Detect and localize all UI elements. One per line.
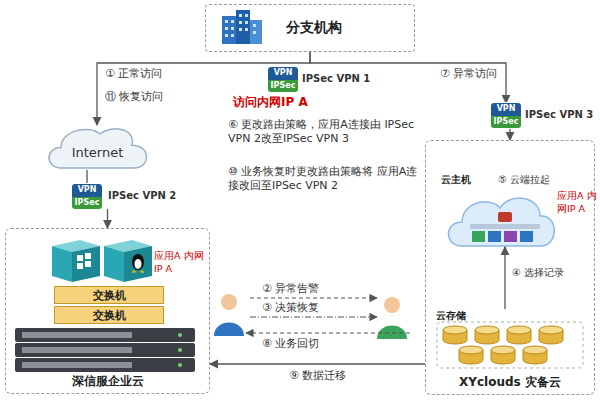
annotation-label: ⑥ 更改路由策略，应用A连接由 IPSec VPN 2改至IPSec VPN 3 (228, 118, 418, 146)
annotation-label: ⑧ 业务回切 (262, 337, 319, 351)
ipsec-word: IPSec (72, 197, 102, 210)
annotation-label: 应用A 内网IP A (154, 250, 206, 275)
annotation-label: ⑦ 异常访问 (440, 67, 497, 81)
connector (504, 247, 505, 309)
connector (509, 128, 510, 140)
switch-box: 交换机 (54, 286, 164, 304)
vpn-icon: VPNIPSec (72, 184, 102, 209)
area-group: 云存储 (436, 309, 586, 371)
region-title: 深信服企业云 (6, 373, 209, 390)
connector (86, 170, 87, 184)
vpn-label: IPSec VPN 3 (525, 109, 593, 120)
internet-cloud: Internet (45, 125, 150, 170)
branch-office: 分支机构 (205, 4, 415, 52)
annotation-label: ⑪ 恢复访问 (105, 90, 164, 104)
annotation-label: 应用A 内网IP A (557, 190, 597, 215)
annotation-label: ① 正常访问 (105, 67, 162, 81)
connector (210, 363, 425, 364)
annotation-label: 访问内网IP A (233, 95, 308, 110)
vpn-word: VPN (268, 67, 298, 80)
annotation-label: ③ 决策恢复 (262, 301, 319, 315)
connector (97, 52, 310, 125)
area-heading: 云存储 (436, 309, 586, 323)
storage-disks (437, 322, 583, 368)
vpn-word: VPN (491, 103, 521, 116)
switch-label: 交换机 (93, 308, 126, 323)
vpn-word: VPN (72, 184, 102, 197)
switch-box: 交换机 (54, 306, 164, 324)
server-icons (52, 240, 152, 282)
ipsec-word: IPSec (268, 80, 298, 93)
annotation-label: ⑩ 业务恢复时更改路由策略将 应用A连接改回至IPSec VPN 2 (228, 165, 418, 193)
switch-label: 交换机 (93, 288, 126, 303)
ipsec-word: IPSec (491, 116, 521, 129)
connector (107, 209, 108, 228)
annotation-label: ② 异常告警 (262, 282, 319, 296)
region-title: XYclouds 灾备云 (426, 374, 594, 391)
process-arrows (246, 298, 410, 333)
branch-title: 分支机构 (286, 19, 342, 37)
vpn-icon: VPNIPSec (268, 67, 298, 92)
building-icon (222, 10, 262, 44)
vpn-label: IPSec VPN 1 (302, 73, 370, 84)
edge-label: ⑨ 数据迁移 (287, 368, 348, 383)
annotation-label: ④ 选择记录 (512, 266, 564, 279)
vpn-node: VPNIPSecIPSec VPN 2 (72, 184, 102, 209)
vpn-icon: VPNIPSec (491, 103, 521, 128)
annotation-label: ⑤ 云端拉起 (498, 173, 550, 186)
vpn-node: VPNIPSecIPSec VPN 3 (491, 103, 521, 128)
rack-servers (15, 328, 195, 372)
vpn-node: VPNIPSecIPSec VPN 1 (268, 67, 298, 92)
cloud-label: Internet (45, 145, 150, 160)
operator-people (214, 294, 407, 339)
cloud-host-shape (449, 198, 555, 246)
vpn-label: IPSec VPN 2 (108, 190, 176, 201)
